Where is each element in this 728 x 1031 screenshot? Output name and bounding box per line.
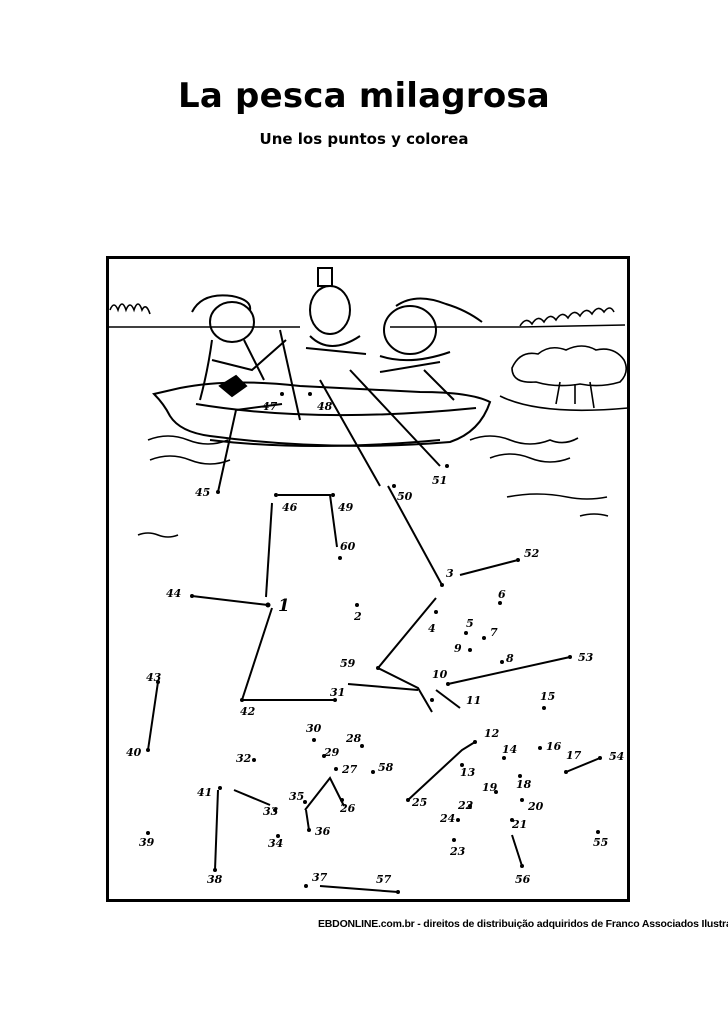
- dot-label: 35: [289, 790, 304, 803]
- island-trees: [499, 345, 629, 412]
- dot-label: 3: [446, 567, 454, 580]
- dot-label: 51: [432, 474, 447, 487]
- dot-label: 5: [466, 617, 474, 630]
- water-ripples: [137, 435, 609, 538]
- dot-label: 7: [490, 626, 498, 639]
- dot-label: 18: [516, 778, 532, 791]
- dot-label: 16: [546, 740, 562, 753]
- dot-label: 19: [482, 781, 498, 794]
- dot-label: 40: [126, 746, 142, 759]
- boat: [152, 381, 492, 447]
- dot-label: 21: [511, 818, 527, 831]
- dot-label: 55: [593, 836, 608, 849]
- dot-label: 44: [166, 587, 181, 600]
- dot-label: 27: [341, 763, 358, 776]
- dot-label: 30: [306, 722, 322, 735]
- dot-label: 12: [484, 727, 500, 740]
- background-shore: [109, 303, 626, 328]
- dot-label: 59: [340, 657, 356, 670]
- dot-label: 10: [432, 668, 448, 681]
- dot-label: 22: [457, 799, 474, 812]
- dot-label: 20: [527, 800, 544, 813]
- dot-label: 48: [317, 400, 333, 413]
- dot-label: 53: [578, 651, 594, 664]
- fisherman-left: [191, 294, 287, 401]
- dot-label: 24: [439, 812, 455, 825]
- copyright-credit: EBDONLINE.com.br - direitos de distribui…: [318, 918, 728, 930]
- dot-label: 50: [397, 490, 413, 503]
- dot-label: 6: [498, 588, 506, 601]
- dot-connector-lines: [147, 329, 601, 893]
- page-subtitle: Une los puntos y colorea: [259, 130, 469, 148]
- dot-label: 14: [502, 743, 517, 756]
- dot-label: 36: [315, 825, 331, 838]
- fisherman-right: [379, 297, 483, 401]
- dot-label: 43: [146, 671, 162, 684]
- dot-label: 11: [466, 694, 481, 707]
- dot-label: 15: [540, 690, 555, 703]
- dot-label: 52: [524, 547, 540, 560]
- dot-label: 46: [282, 501, 298, 514]
- dot-label: 41: [197, 786, 212, 799]
- puzzle-frame: [106, 256, 630, 902]
- dot-label: 54: [609, 750, 624, 763]
- dot-label-group: 1 2 3 4 5 6 7 8 9 10 11 12 13 14 15 16 1…: [126, 400, 624, 886]
- dot-label: 28: [345, 732, 362, 745]
- dot-label: 37: [312, 871, 328, 884]
- dot-label: 23: [449, 845, 466, 858]
- dot-label: 58: [378, 761, 394, 774]
- dot-label: 39: [139, 836, 155, 849]
- dot-label: 29: [323, 746, 340, 759]
- dot-label: 56: [515, 873, 531, 886]
- dot-label: 17: [566, 749, 582, 762]
- dot-label: 25: [411, 796, 427, 809]
- dot-label: 57: [376, 873, 392, 886]
- dot-label: 42: [240, 705, 256, 718]
- dot-label: 33: [263, 805, 279, 818]
- dot-label: 4: [428, 622, 436, 635]
- dot-label: 13: [460, 766, 476, 779]
- dot-label: 49: [338, 501, 354, 514]
- dot-label: 47: [262, 400, 278, 413]
- dot-label: 32: [236, 752, 252, 765]
- dot-label: 31: [330, 686, 345, 699]
- dot-label: 34: [268, 837, 283, 850]
- dot-label: 60: [340, 540, 356, 553]
- dot-label: 2: [353, 610, 362, 623]
- dot-label: 9: [454, 642, 462, 655]
- dot-label: 8: [506, 652, 514, 665]
- dot-label: 45: [195, 486, 210, 499]
- numbered-dots: [146, 392, 602, 894]
- page-title: La pesca milagrosa: [178, 76, 550, 116]
- fisherman-center: [305, 267, 367, 355]
- dot-label: 38: [207, 873, 223, 886]
- dot-label: 26: [339, 802, 356, 815]
- dot-label: 1: [278, 596, 290, 616]
